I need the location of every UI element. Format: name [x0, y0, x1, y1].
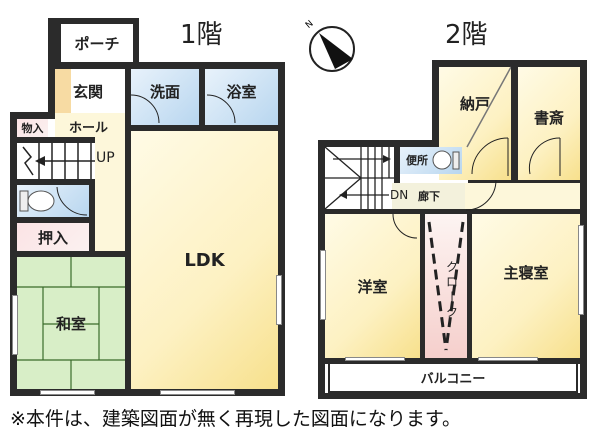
room-rouka: DN 廊下: [390, 183, 465, 209]
stairs-down-label: DN: [390, 188, 409, 202]
genkan-label: 玄関: [73, 82, 104, 101]
floor1-title: 1階: [180, 20, 223, 50]
senmen-label: 洗面: [149, 82, 180, 101]
toilet-icon: [432, 150, 460, 170]
nando-label: 納戸: [459, 95, 490, 113]
closet-label: ク ロ | ク: [445, 260, 458, 319]
ldk-label: LDK: [184, 249, 225, 271]
benjo-label: 便所: [406, 154, 428, 167]
balcony-label: バルコニー: [420, 372, 486, 387]
north-arrow-icon: N: [304, 19, 355, 72]
monoire-label: 物入: [21, 122, 44, 135]
window: [40, 390, 95, 395]
toilet-icon: [19, 186, 88, 216]
room-balcony: バルコニー: [328, 364, 578, 393]
door-swing-icon: [471, 137, 509, 176]
footnote: ※本件は、建築図面が無く再現した図面になります。: [10, 408, 462, 430]
closet-dashes: [427, 221, 465, 351]
window: [320, 250, 326, 320]
shoe-box: [55, 69, 71, 113]
stairs-icon: [324, 146, 394, 210]
room-youshitsu: 洋室: [325, 214, 420, 358]
door-swing-icon: [206, 94, 236, 124]
stairs-1f: [17, 143, 95, 179]
floor2-title: 2階: [445, 20, 488, 50]
room-oshiire: 押入: [17, 223, 89, 251]
porch-label: ポーチ: [74, 34, 120, 53]
stairs-up-label: UP: [96, 150, 115, 166]
tatami-lines: [17, 257, 125, 389]
door-swing-icon: [130, 94, 160, 124]
hall-label: ホール: [69, 121, 109, 136]
room-monoire: 物入: [17, 119, 48, 137]
room-walk-in-closet: ク ロ | ク: [425, 214, 467, 358]
room-shosai: 書斎: [518, 67, 580, 180]
shosai-label: 書斎: [533, 109, 564, 127]
window: [345, 357, 405, 361]
rouka-label: 廊下: [418, 190, 440, 203]
stairs-icon: [22, 143, 95, 179]
room-toilet-1f: [17, 185, 89, 217]
hallway-2f: [465, 183, 580, 209]
window: [12, 295, 18, 355]
room-benjo: 便所: [400, 147, 462, 174]
window: [478, 357, 538, 361]
svg-text:N: N: [304, 19, 316, 31]
storage-diagonal: [466, 66, 512, 148]
stairs-2f: [324, 146, 394, 210]
window: [160, 390, 235, 395]
window: [276, 275, 282, 325]
room-ldk: LDK: [131, 131, 278, 389]
door-swing-icon: [528, 137, 561, 176]
room-washitsu: 和室: [17, 257, 125, 389]
door-swing-icon: [465, 179, 497, 211]
oshiire-label: 押入: [37, 228, 68, 247]
youshitsu-label: 洋室: [357, 277, 388, 296]
yokushitsu-label: 浴室: [226, 82, 257, 101]
room-master-bedroom: 主寝室: [472, 214, 580, 358]
shushinshitsu-label: 主寝室: [503, 263, 549, 282]
window: [578, 225, 584, 315]
washitsu-label: 和室: [55, 314, 86, 333]
room-porch: ポーチ: [55, 18, 139, 62]
door-swing-icon: [392, 213, 418, 239]
